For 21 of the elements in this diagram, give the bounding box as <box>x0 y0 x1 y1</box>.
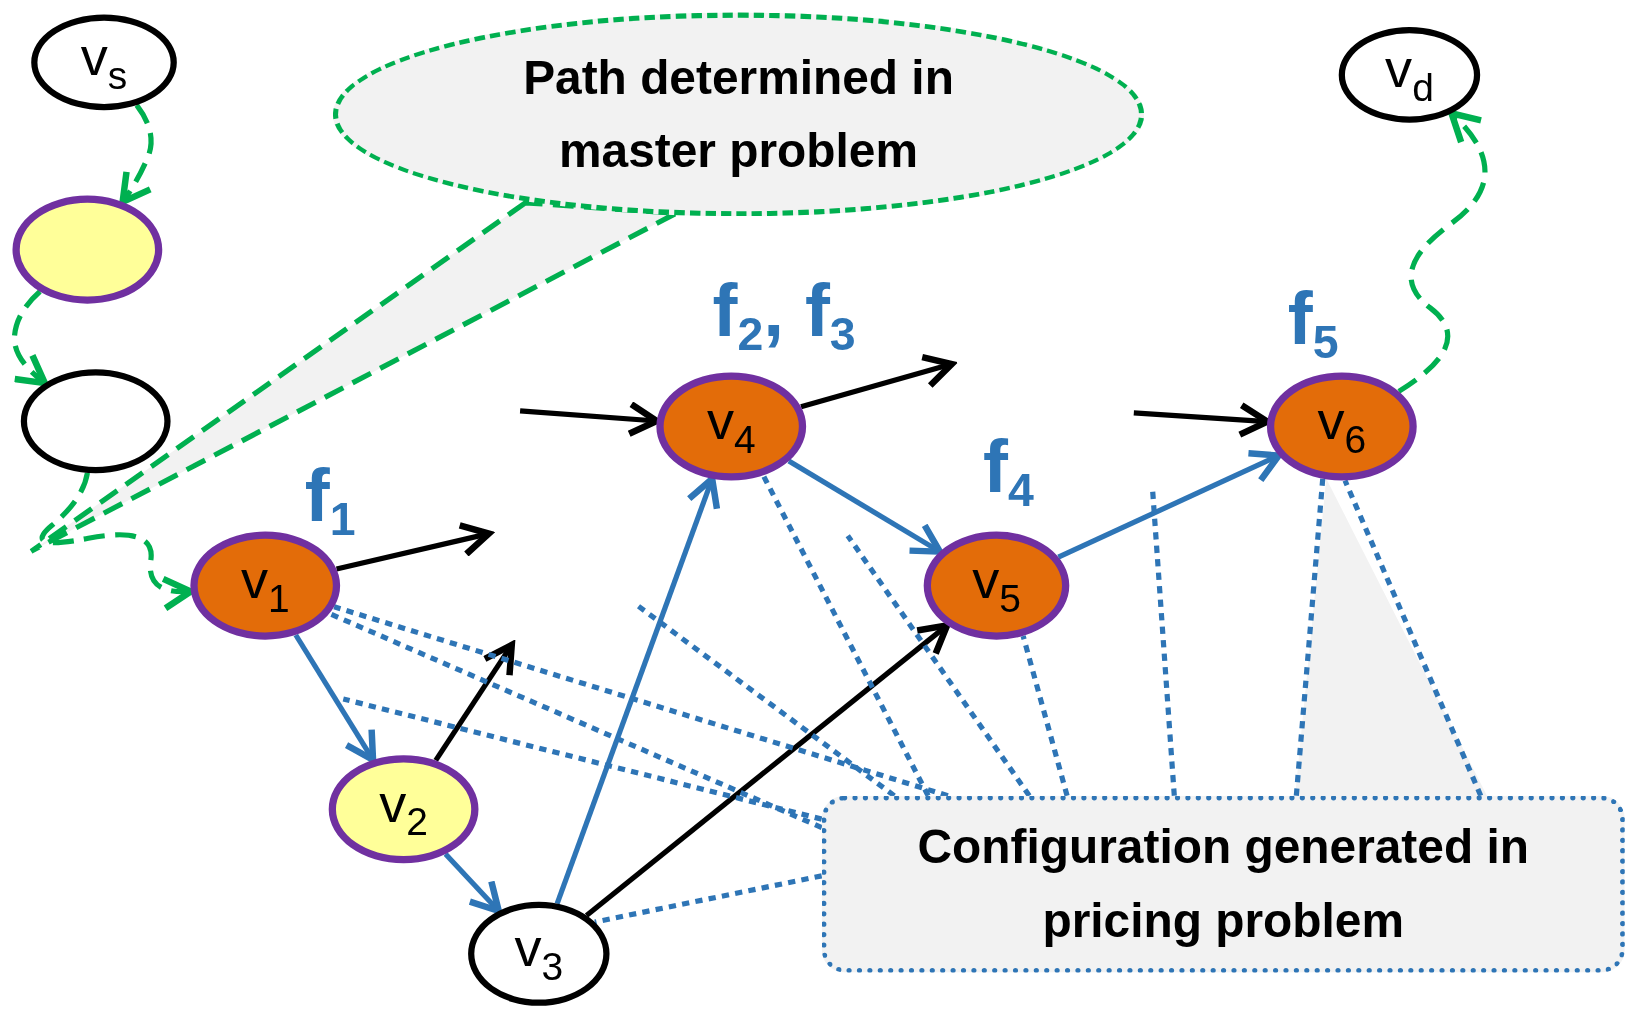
flow-label: f$_{2}$, f$_{3}$ <box>712 272 856 358</box>
flow-label: f$_{4}$ <box>982 428 1034 514</box>
callout-text: Path determined in master problem <box>522 48 955 180</box>
node-label: v$_{5}$ <box>972 552 1021 619</box>
node-label: v$_{4}$ <box>706 393 756 460</box>
arrow <box>335 522 493 572</box>
flow-label: f$_{5}$ <box>1287 280 1339 367</box>
arrow <box>800 353 955 410</box>
leader-line <box>328 611 823 830</box>
flow-label: f$_{1}$ <box>304 457 356 543</box>
node-label: v$_{d}$ <box>1385 41 1434 108</box>
node-label: v$_{3}$ <box>514 920 564 987</box>
node-label: v$_{2}$ <box>379 776 428 843</box>
callout-text: Configuration generated in pricing problem <box>916 818 1530 950</box>
leader-line <box>342 696 823 822</box>
node-label: v$_{6}$ <box>1317 393 1367 460</box>
leader-line <box>1342 479 1484 797</box>
arrow <box>1057 450 1282 560</box>
leader-line <box>845 534 1032 798</box>
node-label: v$_{1}$ <box>240 552 290 619</box>
node-label: v$_{s}$ <box>80 29 128 96</box>
